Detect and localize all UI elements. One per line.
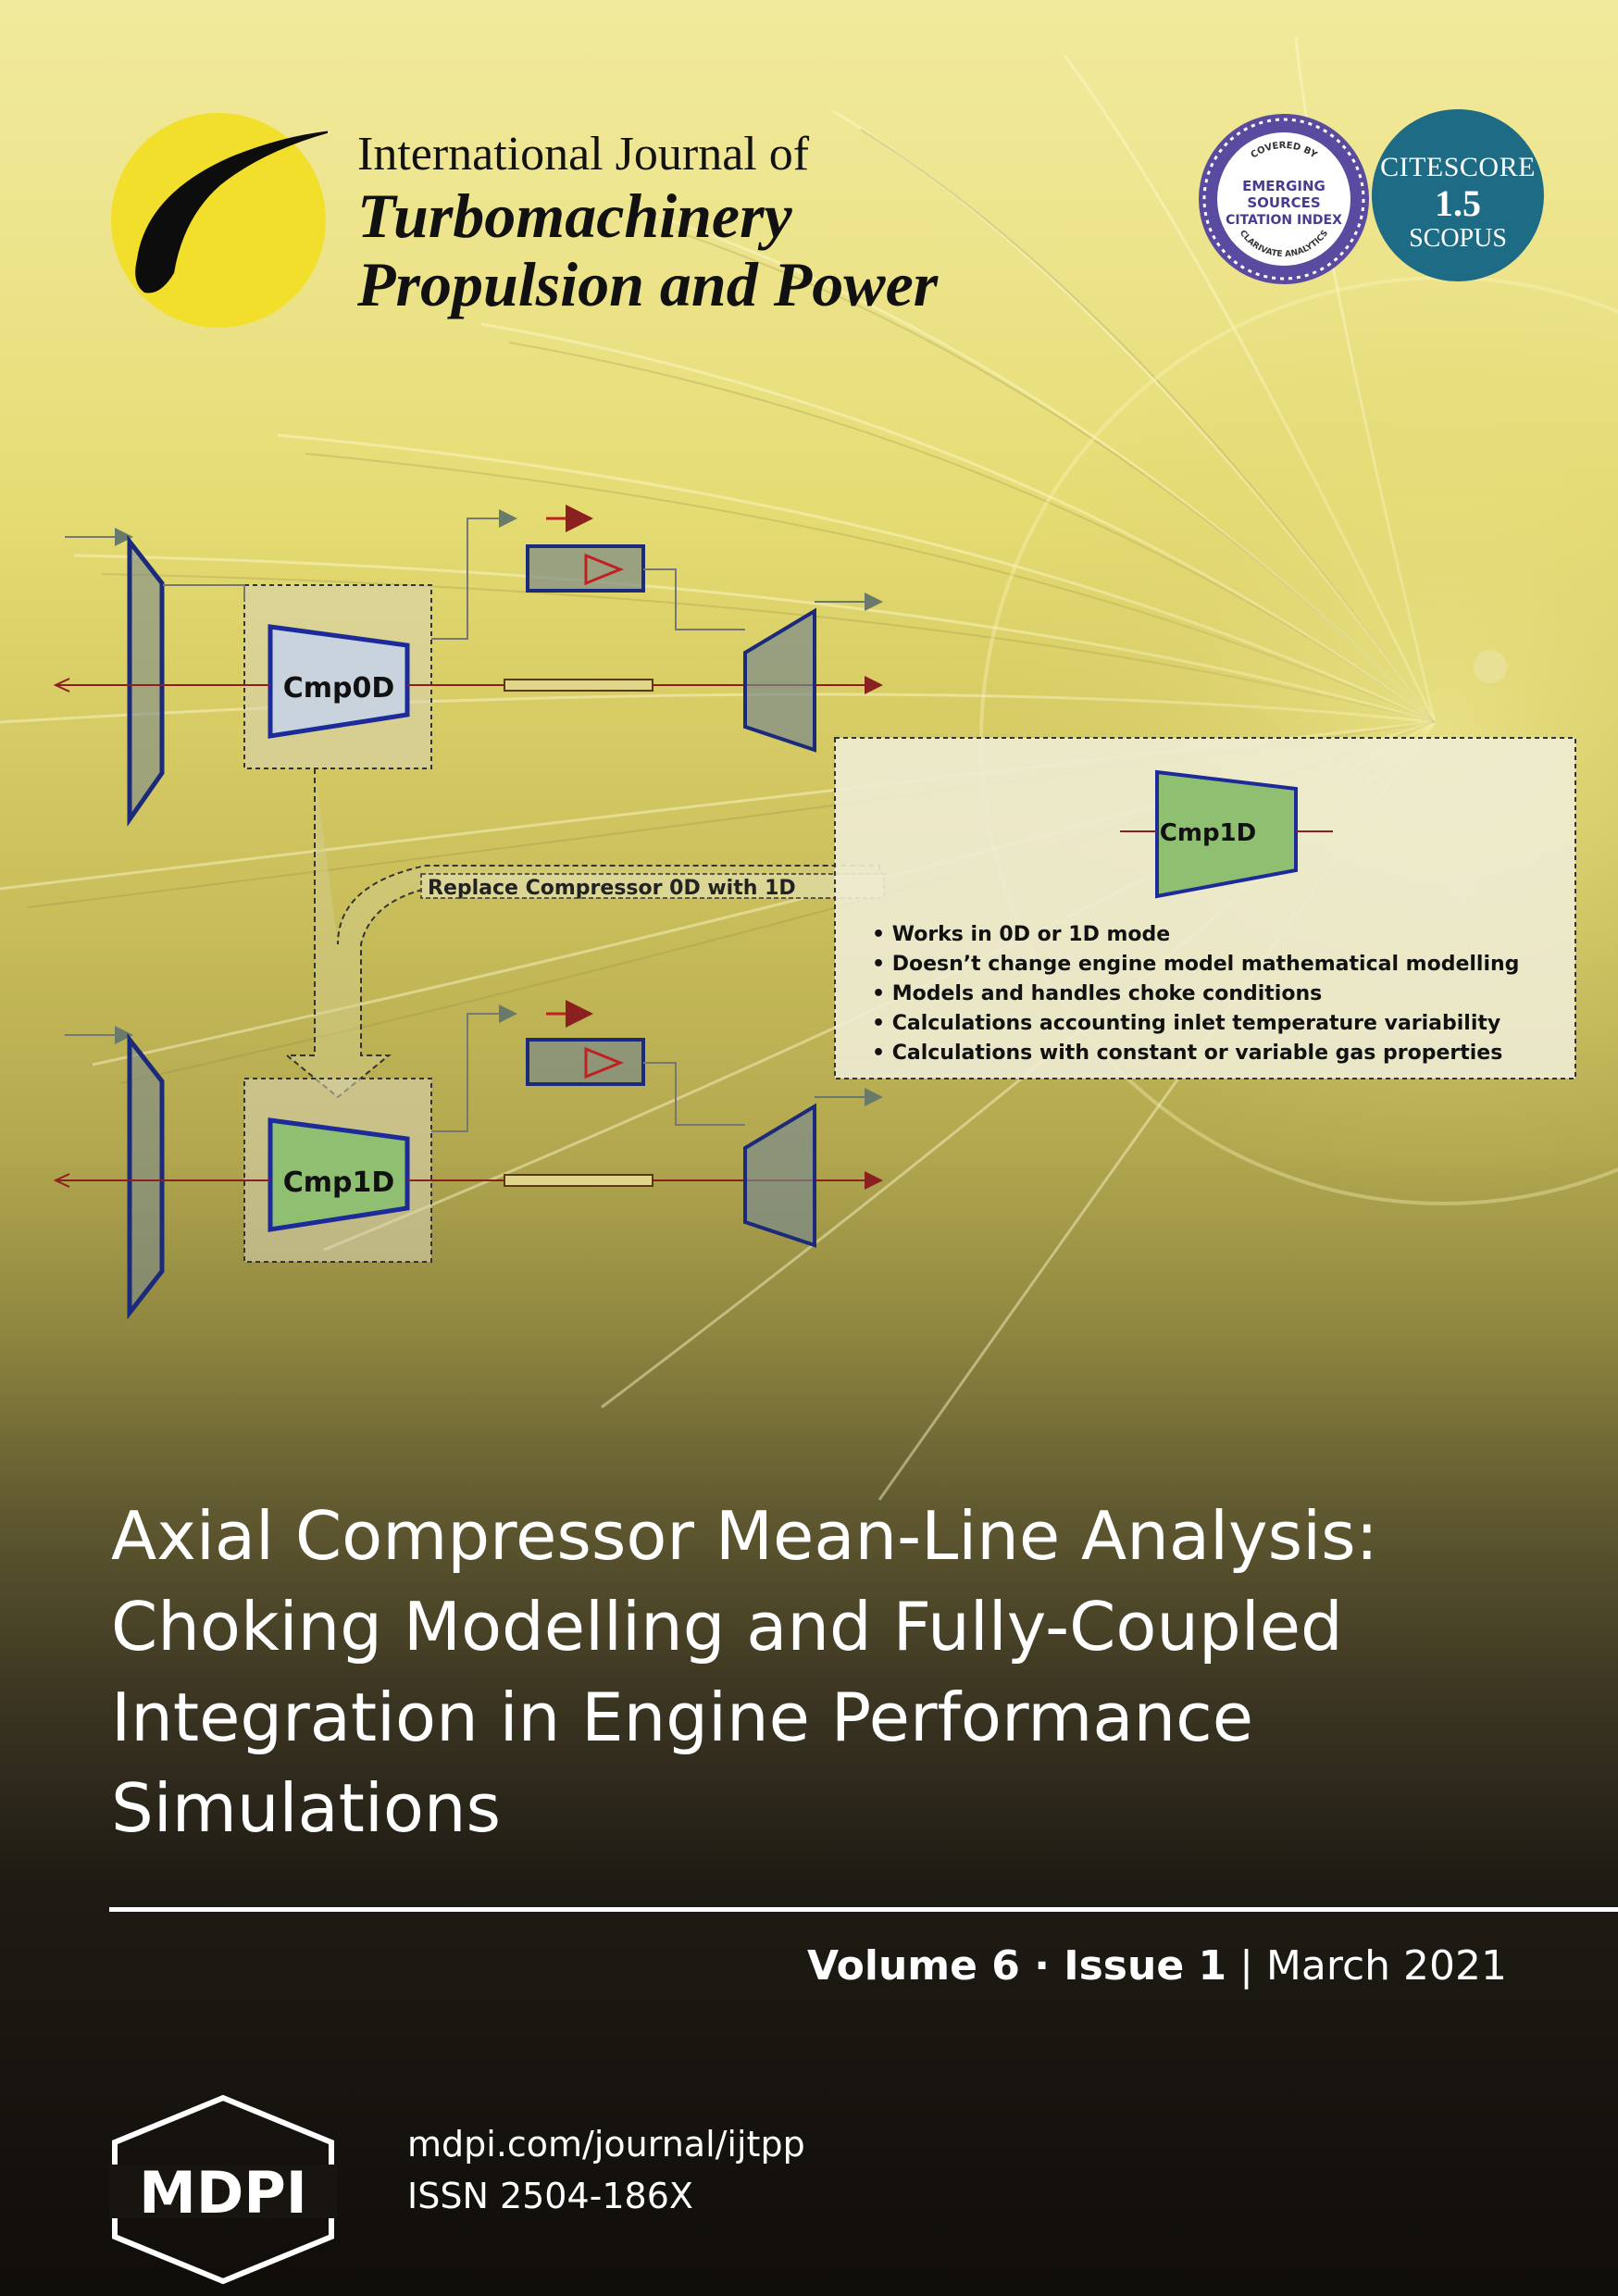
esci-line1: EMERGING	[1242, 178, 1326, 194]
mdpi-logo-text: MDPI	[139, 2159, 307, 2227]
journal-name-line3: Propulsion and Power	[357, 249, 939, 319]
date-separator: |	[1226, 1942, 1266, 1990]
feature-item: • Works in 0D or 1D mode	[872, 923, 1170, 946]
cmp1d-compressor-shape	[268, 1117, 410, 1232]
upper-turbine-shape	[743, 607, 816, 753]
volume-label: Volume 6	[806, 1942, 1020, 1990]
issn: ISSN 2504-186X	[407, 2176, 693, 2216]
mdpi-logo: MDPI	[109, 2094, 337, 2285]
upper-fan-shape	[127, 534, 165, 827]
issue-info: Volume 6 · Issue 1 | March 2021	[807, 1942, 1507, 1990]
journal-name: International Journal of Turbomachinery …	[357, 128, 938, 318]
article-title: Axial Compressor Mean-Line Analysis: Cho…	[111, 1491, 1555, 1853]
citescore-value: 1.5	[1435, 182, 1481, 224]
feature-item: • Calculations accounting inlet temperat…	[872, 1012, 1500, 1035]
cmp1d-label: Cmp1D	[283, 1167, 395, 1199]
article-title-line3: Integration in Engine Performance	[111, 1678, 1254, 1756]
journal-name-line1: International Journal of	[357, 128, 810, 181]
cmp1d-info-box: Cmp1D • Works in 0D or 1D mode • Doesn’t…	[834, 737, 1576, 1079]
article-title-line4: Simulations	[111, 1769, 502, 1847]
engine-model-diagram: Cmp0D Replace Compressor 0D with 1D	[53, 505, 1576, 1320]
esci-line3: CITATION INDEX	[1226, 213, 1342, 228]
citescore-label: CITESCORE	[1380, 152, 1536, 182]
issue-date: March 2021	[1265, 1942, 1507, 1990]
divider-rule	[109, 1907, 1618, 1912]
feature-item: • Calculations with constant or variable…	[872, 1042, 1502, 1065]
upper-engine-model: Cmp0D	[53, 505, 883, 827]
feature-item: • Models and handles choke conditions	[872, 982, 1322, 1005]
footer-info: mdpi.com/journal/ijtpp ISSN 2504-186X	[407, 2118, 805, 2222]
esci-badge: COVERED BY EMERGING SOURCES CITATION IND…	[1199, 114, 1369, 284]
cmp0d-label: Cmp0D	[283, 672, 395, 705]
cmp1d-box-label: Cmp1D	[1160, 819, 1256, 847]
article-title-line2: Choking Modelling and Fully-Coupled	[111, 1588, 1343, 1666]
replace-label: Replace Compressor 0D with 1D	[428, 877, 796, 900]
esci-line2: SOURCES	[1247, 194, 1320, 211]
article-title-line1: Axial Compressor Mean-Line Analysis:	[111, 1497, 1378, 1575]
citescore-source: SCOPUS	[1409, 224, 1507, 253]
journal-url[interactable]: mdpi.com/journal/ijtpp	[407, 2124, 805, 2165]
feature-item: • Doesn’t change engine model mathematic…	[872, 953, 1519, 976]
lower-engine-model: Cmp1D	[53, 1000, 883, 1320]
citescore-badge: CITESCORE 1.5 SCOPUS	[1372, 109, 1544, 281]
issue-number: Issue 1	[1064, 1942, 1227, 1990]
issue-separator: ·	[1019, 1942, 1064, 1990]
cmp0d-compressor-shape	[268, 624, 410, 739]
replace-arrow: Replace Compressor 0D with 1D	[284, 768, 885, 1099]
journal-name-line2: Turbomachinery	[357, 181, 792, 251]
journal-logo	[111, 113, 328, 328]
